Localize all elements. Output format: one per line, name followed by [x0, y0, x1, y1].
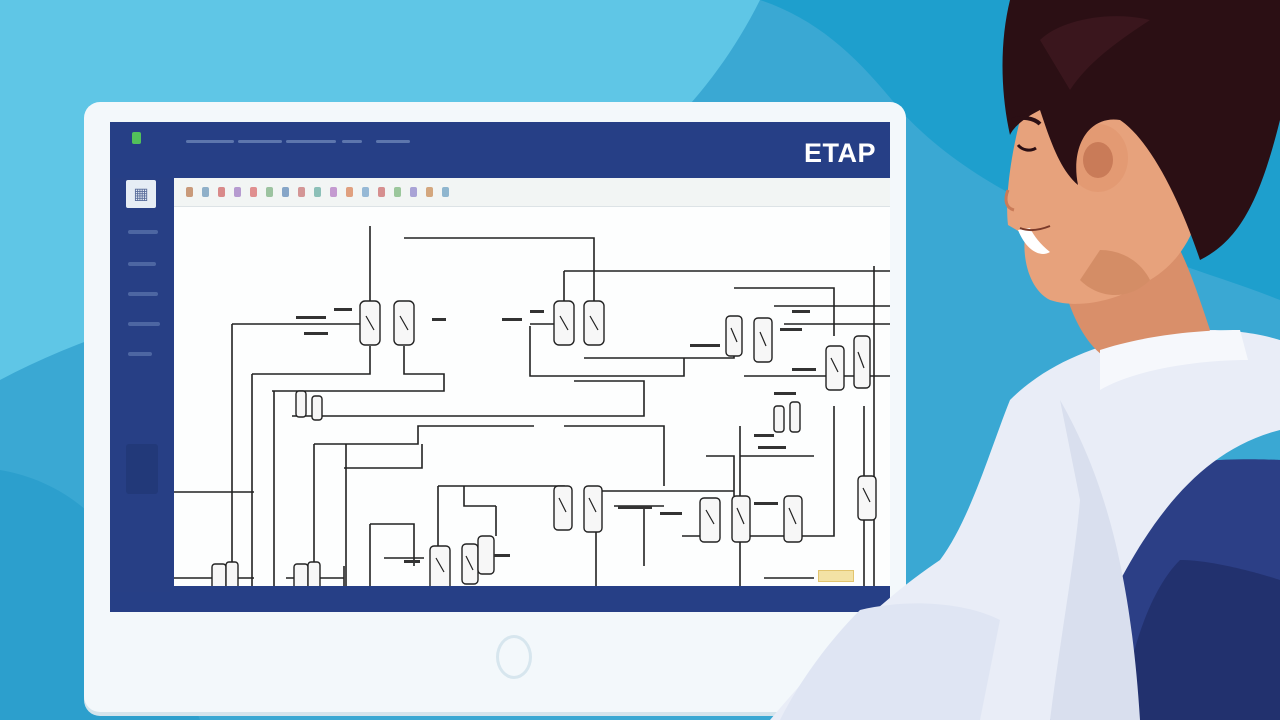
tool-icon[interactable] [186, 187, 193, 197]
menu-item[interactable] [286, 140, 336, 143]
tool-icon[interactable] [250, 187, 257, 197]
title-bar: ETAP [110, 122, 890, 178]
tool-icon[interactable] [426, 187, 433, 197]
tool-icon[interactable] [282, 187, 289, 197]
sidebar-item[interactable] [128, 292, 158, 296]
single-line-diagram [174, 226, 890, 586]
tool-icon[interactable] [330, 187, 337, 197]
app-window: ETAP ▦ [110, 122, 890, 612]
diagram-canvas[interactable] [174, 178, 890, 586]
tool-icon[interactable] [410, 187, 417, 197]
sidebar-panel [126, 444, 158, 494]
tool-icon[interactable] [394, 187, 401, 197]
status-bar [110, 592, 890, 612]
sidebar-item[interactable] [128, 322, 160, 326]
menu-item[interactable] [186, 140, 234, 143]
tool-icon[interactable] [266, 187, 273, 197]
window-dot-icon [132, 132, 141, 144]
sidebar: ▦ [110, 178, 170, 598]
tool-icon[interactable] [234, 187, 241, 197]
tool-icon[interactable] [202, 187, 209, 197]
power-button-icon [496, 635, 532, 679]
menu-item[interactable] [342, 140, 362, 143]
toolbar [174, 178, 890, 207]
tool-icon[interactable] [362, 187, 369, 197]
menu-item[interactable] [376, 140, 410, 143]
sidebar-item[interactable] [128, 262, 156, 266]
sidebar-thumbnail-icon[interactable]: ▦ [126, 180, 156, 208]
tool-icon[interactable] [298, 187, 305, 197]
status-tag [818, 570, 854, 582]
menu-item[interactable] [238, 140, 282, 143]
tool-icon[interactable] [218, 187, 225, 197]
tool-icon[interactable] [314, 187, 321, 197]
tool-icon[interactable] [346, 187, 353, 197]
tool-icon[interactable] [442, 187, 449, 197]
sidebar-item[interactable] [128, 230, 158, 234]
brand-logo: ETAP [803, 138, 876, 168]
tool-icon[interactable] [378, 187, 385, 197]
sidebar-item[interactable] [128, 352, 152, 356]
